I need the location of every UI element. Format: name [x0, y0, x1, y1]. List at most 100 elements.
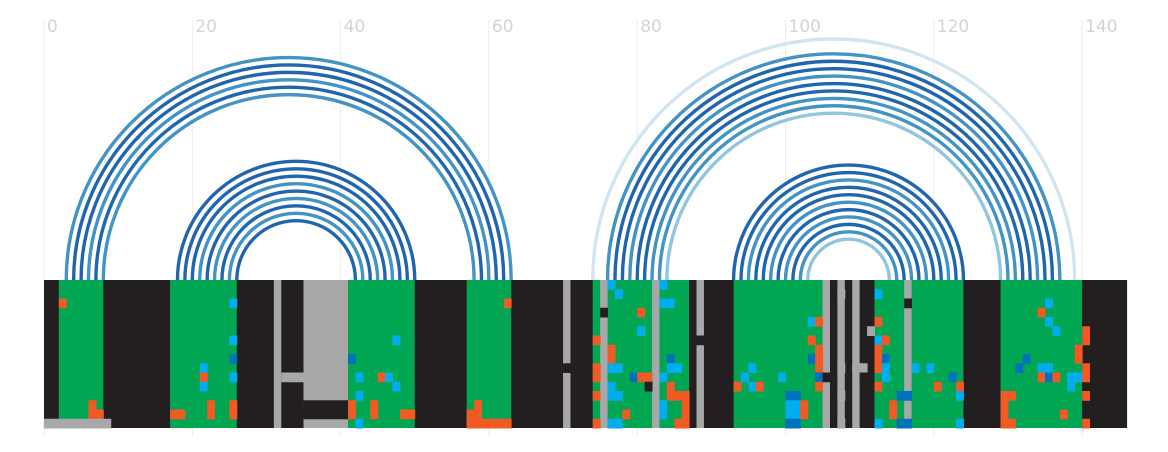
- base-pair-arc: [212, 196, 380, 281]
- base-pair-arc: [642, 89, 1025, 281]
- track-cell-mismatch-orange: [1074, 354, 1083, 364]
- track-cell-mismatch-orange: [681, 400, 690, 410]
- base-pair-arc: [798, 230, 899, 281]
- track-cell-mismatch-blue: [778, 372, 786, 383]
- track-cell-mismatch-blue: [199, 363, 208, 373]
- track-cell-mismatch-orange: [1000, 400, 1009, 410]
- track-cell-mismatch-orange: [637, 307, 646, 318]
- track-cell-mismatch-blue: [807, 317, 816, 327]
- track-cell-mismatch-orange: [370, 400, 379, 410]
- track-cell-mismatch-blue: [956, 418, 964, 429]
- track-segment-unpaired: [703, 280, 735, 428]
- base-pair-arc: [86, 78, 491, 281]
- track-cell-mismatch-blue: [741, 372, 749, 383]
- track-cell-mismatch-blue: [614, 418, 623, 429]
- base-pair-arc: [806, 237, 892, 281]
- track-segment-unpaired: [570, 280, 594, 428]
- track-cell-mismatch-navy: [666, 354, 675, 364]
- track-cell-mismatch-blue: [911, 363, 920, 373]
- track-cell-mismatch-orange: [1052, 372, 1061, 383]
- track-cell-mismatch-blue: [229, 335, 238, 346]
- base-pair-arc: [101, 92, 476, 281]
- track-cell-unpaired: [303, 400, 312, 410]
- x-tick-label: 140: [1085, 17, 1117, 37]
- track-cell-mismatch-blue: [1045, 317, 1053, 327]
- track-cell-mismatch-blue: [666, 298, 675, 309]
- track-cell-mismatch-orange: [1059, 409, 1068, 420]
- track-cell-mismatch-orange: [681, 409, 690, 420]
- track-cell-unpaired: [696, 335, 705, 346]
- track-cell-mismatch-orange: [466, 418, 475, 429]
- track-segment-gap: [696, 280, 705, 428]
- track-cell-mismatch-blue: [607, 418, 616, 429]
- track-segment-gap: [852, 280, 861, 428]
- track-cell-mismatch-orange: [503, 298, 512, 309]
- track-cell-mismatch-blue: [659, 372, 668, 383]
- track-segment-paired: [592, 280, 601, 428]
- track-cell-mismatch-navy: [896, 418, 905, 429]
- track-segment-gap: [652, 280, 660, 428]
- track-segment-paired: [911, 280, 964, 428]
- base-pair-arc: [628, 74, 1040, 281]
- track-cell-gap: [281, 372, 290, 383]
- track-cell-mismatch-blue: [874, 418, 883, 429]
- track-segment-unpaired: [963, 280, 1002, 428]
- track-cell-mismatch-blue: [607, 391, 616, 401]
- track-cell-mismatch-orange: [1007, 391, 1016, 401]
- track-cell-mismatch-blue: [1067, 372, 1076, 383]
- track-cell-mismatch-orange: [377, 372, 386, 383]
- track-cell-mismatch-orange: [644, 372, 653, 383]
- track-cell-mismatch-orange: [170, 409, 178, 420]
- track-cell-unpaired: [822, 372, 831, 383]
- track-cell-mismatch-orange: [592, 363, 601, 373]
- track-cell-mismatch-orange: [1082, 326, 1091, 336]
- track-cell-gap: [103, 418, 112, 429]
- track-cell-unpaired: [318, 400, 327, 410]
- track-segment-gap: [600, 280, 609, 428]
- track-cell-mismatch-blue: [659, 400, 668, 410]
- track-cell-mismatch-orange: [1082, 335, 1091, 346]
- track-cell-mismatch-blue: [881, 372, 890, 383]
- track-cell-mismatch-orange: [666, 391, 675, 401]
- track-cell-mismatch-orange: [592, 418, 601, 429]
- track-cell-mismatch-orange: [199, 372, 208, 383]
- track-cell-mismatch-blue: [748, 381, 757, 392]
- track-cell-mismatch-orange: [881, 335, 890, 346]
- track-cell-unpaired: [325, 409, 334, 420]
- track-cell-mismatch-navy: [629, 372, 638, 383]
- track-cell-mismatch-blue: [392, 335, 401, 346]
- base-pair-arc: [183, 167, 410, 281]
- base-pair-arc: [746, 178, 951, 281]
- track-segment-unpaired: [1082, 280, 1128, 428]
- track-cell-unpaired: [600, 307, 609, 318]
- track-cell-gap: [73, 418, 82, 429]
- track-cell-mismatch-navy: [948, 372, 957, 383]
- track-cell-mismatch-orange: [607, 344, 616, 355]
- track-cell-mismatch-navy: [1045, 372, 1053, 383]
- track-cell-mismatch-blue: [607, 381, 616, 392]
- track-cell-unpaired: [644, 381, 653, 392]
- track-segment-gap: [904, 280, 913, 428]
- track-cell-mismatch-orange: [889, 400, 898, 410]
- track-segment-gap: [837, 280, 846, 428]
- track-cell-mismatch-navy: [229, 354, 238, 364]
- track-segment-unpaired: [236, 280, 275, 428]
- track-cell-mismatch-navy: [792, 391, 801, 401]
- base-pair-arc: [783, 215, 914, 281]
- track-cell-mismatch-orange: [1082, 372, 1091, 383]
- track-cell-unpaired: [310, 409, 319, 420]
- track-cell-mismatch-orange: [407, 409, 416, 420]
- track-cell-mismatch-navy: [904, 391, 913, 401]
- track-cell-mismatch-blue: [199, 381, 208, 392]
- track-cell-mismatch-navy: [348, 354, 356, 364]
- track-cell-mismatch-blue: [229, 372, 238, 383]
- track-cell-gap: [867, 326, 875, 336]
- track-cell-mismatch-orange: [874, 363, 883, 373]
- track-cell-mismatch-blue: [385, 372, 394, 383]
- base-pair-arc: [227, 211, 365, 281]
- base-pair-arc: [650, 97, 1018, 281]
- track-cell-mismatch-orange: [800, 409, 809, 420]
- track-cell-mismatch-navy: [785, 391, 794, 401]
